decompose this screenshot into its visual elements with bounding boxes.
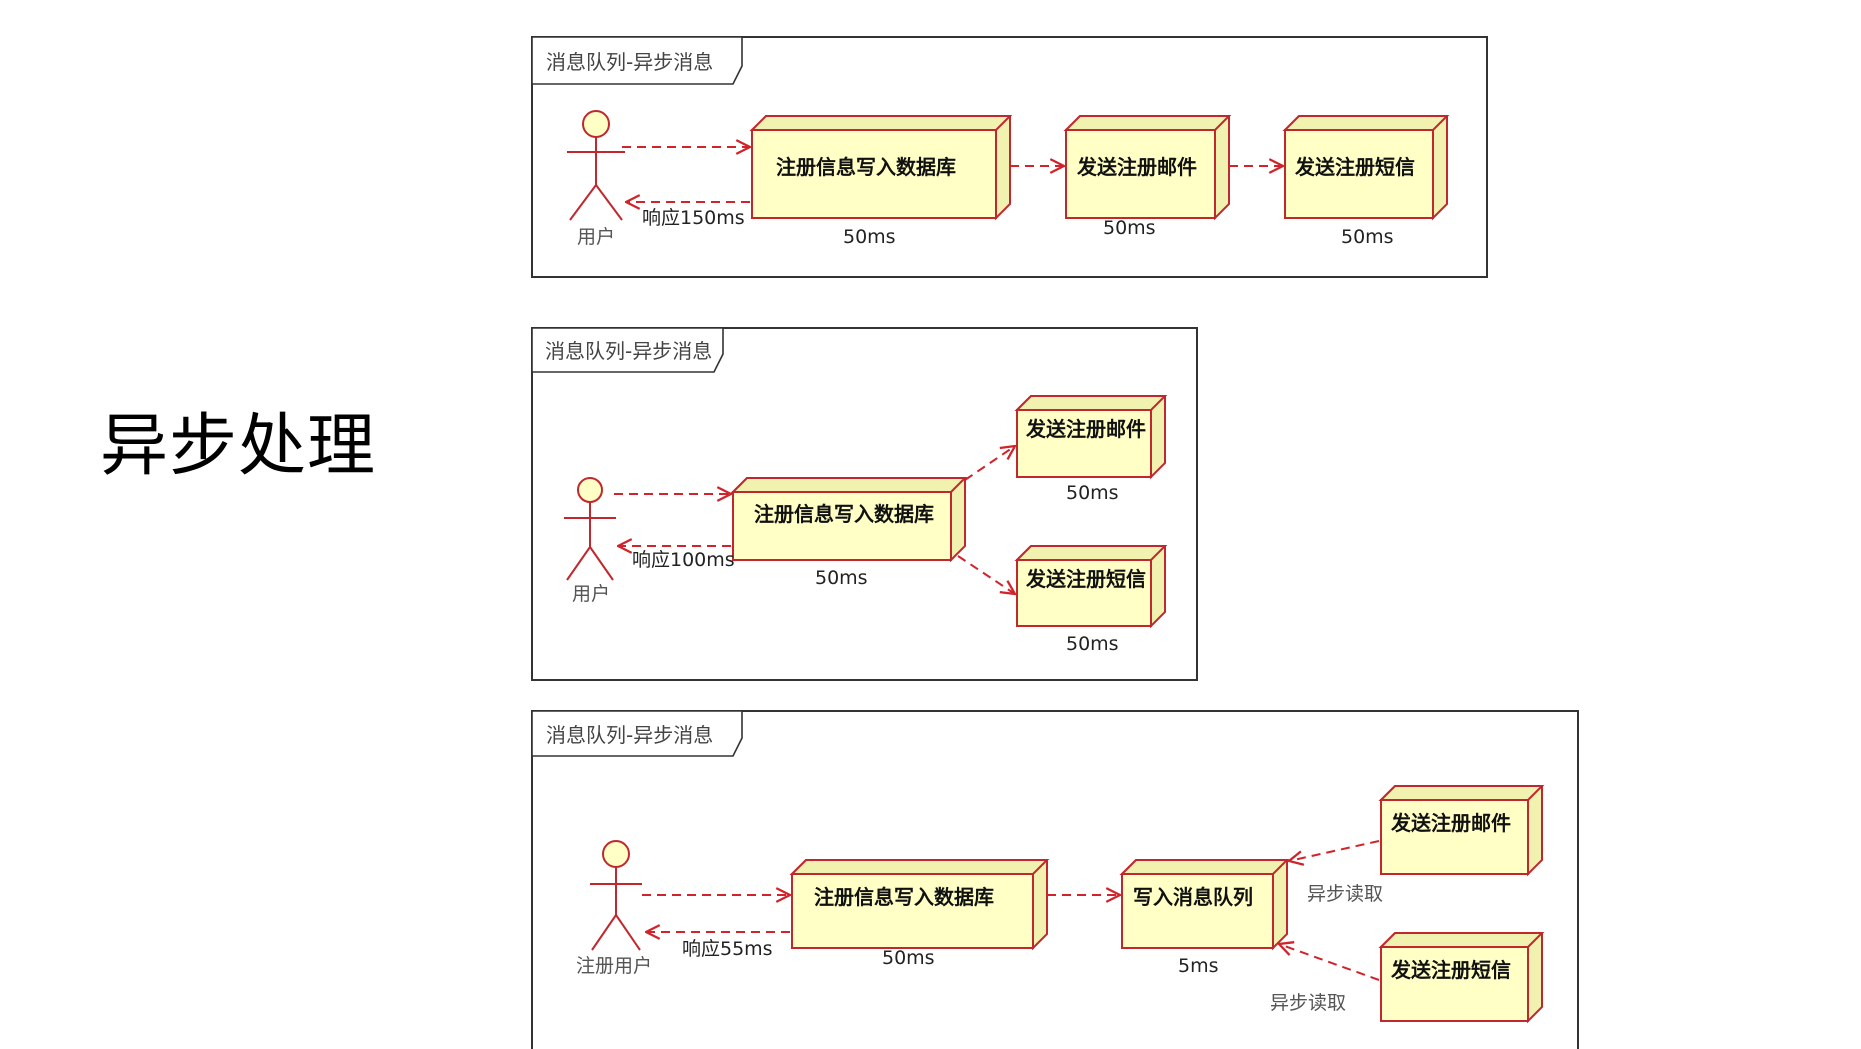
node-label: 发送注册邮件 <box>1390 811 1511 835</box>
actor-label: 注册用户 <box>576 955 652 977</box>
arrow-db-to-email <box>964 446 1015 481</box>
actor-label: 用户 <box>577 226 615 248</box>
actor-user: 用户 <box>567 110 625 248</box>
node-db-write: 注册信息写入数据库 <box>749 115 1013 221</box>
arrow-sms-reads-queue <box>1279 944 1380 981</box>
node-label: 发送注册短信 <box>1025 567 1146 591</box>
actor-head <box>577 477 603 503</box>
response-time: 响应100ms <box>632 549 735 571</box>
frame-label: 消息队列-异步消息 <box>546 50 713 74</box>
node-label: 写入消息队列 <box>1133 885 1253 909</box>
actor-body <box>567 137 625 221</box>
async-read-label: 异步读取 <box>1270 992 1346 1014</box>
node-send-sms: 发送注册短信 <box>1014 545 1168 629</box>
actor-body <box>590 867 642 951</box>
node-label: 发送注册邮件 <box>1025 417 1146 441</box>
async-read-label: 异步读取 <box>1307 883 1383 905</box>
node-send-email: 发送注册邮件 <box>1014 395 1168 480</box>
node-send-email: 发送注册邮件 <box>1063 115 1232 221</box>
node-db-write: 注册信息写入数据库 <box>730 477 968 563</box>
diagram-parallel: 消息队列-异步消息 用户 注册信息写入数据库 发送注册邮件 发送注册短信 <box>531 327 1198 681</box>
actor-head <box>582 110 610 138</box>
diagram-serial: 消息队列-异步消息 用户 注册信息写入数据库 发送注册邮件 发送注册短信 <box>531 36 1488 278</box>
node-send-sms: 发送注册短信 <box>1378 932 1545 1024</box>
node-label: 注册信息写入数据库 <box>754 502 934 526</box>
node-label: 注册信息写入数据库 <box>814 885 994 909</box>
frame-label: 消息队列-异步消息 <box>546 723 713 747</box>
timing-queue: 5ms <box>1178 955 1219 977</box>
arrow-db-to-sms <box>957 555 1015 594</box>
frame-label: 消息队列-异步消息 <box>545 339 712 363</box>
node-label: 发送注册邮件 <box>1076 155 1197 179</box>
timing-email: 50ms <box>1103 217 1156 239</box>
timing-sms: 50ms <box>1066 633 1119 655</box>
diagram-message-queue: 消息队列-异步消息 注册用户 注册信息写入数据库 写入消息队列 发送注册邮件 <box>531 710 1579 1049</box>
response-time: 响应55ms <box>682 938 773 960</box>
frame-tab <box>531 36 743 85</box>
arrow-email-reads-queue <box>1289 840 1380 861</box>
actor-user: 用户 <box>564 477 616 605</box>
node-label: 发送注册短信 <box>1390 958 1511 982</box>
timing-db: 50ms <box>815 567 868 589</box>
timing-sms: 50ms <box>1341 226 1394 248</box>
node-send-email: 发送注册邮件 <box>1378 785 1545 877</box>
actor-head <box>602 840 630 868</box>
diagram-frame <box>531 710 1579 1049</box>
timing-db: 50ms <box>843 226 896 248</box>
node-label: 发送注册短信 <box>1294 155 1415 179</box>
timing-email: 50ms <box>1066 482 1119 504</box>
frame-tab <box>531 710 743 757</box>
actor-label: 用户 <box>572 583 610 605</box>
node-write-queue: 写入消息队列 <box>1119 859 1290 951</box>
frame-tab <box>531 327 724 373</box>
response-time: 响应150ms <box>642 207 745 229</box>
node-send-sms: 发送注册短信 <box>1282 115 1450 221</box>
page-heading: 异步处理 <box>100 407 377 486</box>
node-label: 注册信息写入数据库 <box>776 155 956 179</box>
actor-user: 注册用户 <box>576 840 652 977</box>
actor-body <box>564 502 616 581</box>
timing-db: 50ms <box>882 947 935 969</box>
diagram-frame <box>531 36 1488 278</box>
diagram-frame <box>531 327 1198 681</box>
node-db-write: 注册信息写入数据库 <box>789 859 1050 951</box>
